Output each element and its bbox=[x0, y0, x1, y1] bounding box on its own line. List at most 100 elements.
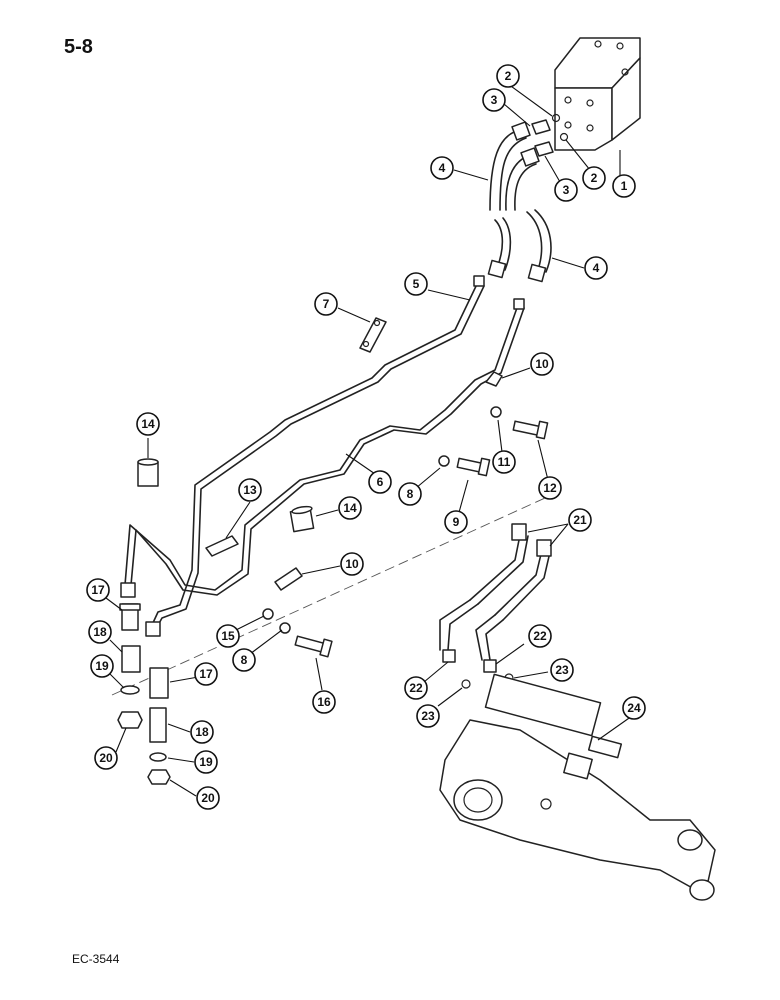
o-rings-valve bbox=[551, 113, 569, 142]
callout-7: 7 bbox=[314, 292, 338, 316]
cylinder-hose-21-left bbox=[439, 523, 529, 651]
callout-1: 1 bbox=[612, 174, 636, 198]
callout-22: 22 bbox=[404, 676, 428, 700]
adapters-valve bbox=[531, 119, 554, 157]
callout-13: 13 bbox=[238, 478, 262, 502]
callout-22: 22 bbox=[528, 624, 552, 648]
union-18-left bbox=[121, 645, 141, 673]
svg-text:23: 23 bbox=[555, 663, 569, 677]
callout-19: 19 bbox=[194, 750, 218, 774]
svg-text:16: 16 bbox=[317, 695, 331, 709]
hose-upper-right bbox=[505, 147, 540, 211]
svg-text:23: 23 bbox=[421, 709, 435, 723]
svg-text:19: 19 bbox=[95, 659, 109, 673]
callout-24: 24 bbox=[622, 696, 646, 720]
control-valve-block bbox=[554, 37, 641, 151]
svg-text:2: 2 bbox=[591, 171, 598, 185]
elbow-fittings bbox=[442, 649, 497, 673]
nut-20-left bbox=[117, 711, 143, 729]
callout-4: 4 bbox=[584, 256, 608, 280]
callout-16: 16 bbox=[312, 690, 336, 714]
svg-text:1: 1 bbox=[621, 179, 628, 193]
svg-text:12: 12 bbox=[543, 481, 557, 495]
svg-text:2: 2 bbox=[505, 69, 512, 83]
callout-14: 14 bbox=[136, 412, 160, 436]
callout-20: 20 bbox=[196, 786, 220, 810]
spacer-14-left bbox=[137, 458, 159, 487]
bolt-9 bbox=[456, 457, 491, 477]
callout-23: 23 bbox=[416, 704, 440, 728]
union-17-left bbox=[119, 603, 141, 631]
svg-text:19: 19 bbox=[199, 755, 213, 769]
svg-text:18: 18 bbox=[93, 625, 107, 639]
callout-21: 21 bbox=[568, 508, 592, 532]
washer-11 bbox=[490, 406, 502, 418]
svg-text:24: 24 bbox=[627, 701, 641, 715]
front-axle-assembly bbox=[439, 673, 716, 901]
callout-23: 23 bbox=[550, 658, 574, 682]
callout-6: 6 bbox=[368, 470, 392, 494]
bolt-16 bbox=[294, 635, 333, 658]
clip-13 bbox=[205, 535, 239, 557]
svg-text:3: 3 bbox=[563, 183, 570, 197]
svg-text:18: 18 bbox=[195, 725, 209, 739]
callout-19: 19 bbox=[90, 654, 114, 678]
callout-2: 2 bbox=[496, 64, 520, 88]
svg-text:20: 20 bbox=[99, 751, 113, 765]
svg-text:17: 17 bbox=[199, 667, 213, 681]
leader-lines bbox=[105, 83, 633, 797]
washer-8-lower bbox=[279, 622, 291, 634]
spacer-14-right bbox=[289, 505, 315, 533]
svg-text:14: 14 bbox=[141, 417, 155, 431]
svg-text:14: 14 bbox=[343, 501, 357, 515]
callout-8: 8 bbox=[398, 482, 422, 506]
callout-12: 12 bbox=[538, 476, 562, 500]
washer-19-left bbox=[120, 685, 140, 695]
figure-reference-code: EC-3544 bbox=[72, 952, 120, 966]
pipe-clip-7 bbox=[359, 317, 387, 353]
svg-text:6: 6 bbox=[377, 475, 384, 489]
svg-text:4: 4 bbox=[593, 261, 600, 275]
clip-10-upper bbox=[485, 371, 503, 387]
svg-text:8: 8 bbox=[241, 653, 248, 667]
svg-text:20: 20 bbox=[201, 791, 215, 805]
svg-text:15: 15 bbox=[221, 629, 235, 643]
steel-pipe-5 bbox=[145, 275, 485, 637]
hose-lower-right bbox=[526, 209, 552, 283]
callout-8: 8 bbox=[232, 648, 256, 672]
callout-14: 14 bbox=[338, 496, 362, 520]
callout-15: 15 bbox=[216, 624, 240, 648]
callout-10: 10 bbox=[340, 552, 364, 576]
svg-text:13: 13 bbox=[243, 483, 257, 497]
svg-text:7: 7 bbox=[323, 297, 330, 311]
svg-text:17: 17 bbox=[91, 583, 105, 597]
svg-text:3: 3 bbox=[491, 93, 498, 107]
callout-3: 3 bbox=[554, 178, 578, 202]
svg-text:21: 21 bbox=[573, 513, 587, 527]
svg-text:4: 4 bbox=[439, 161, 446, 175]
svg-text:22: 22 bbox=[409, 681, 423, 695]
callout-18: 18 bbox=[88, 620, 112, 644]
callout-9: 9 bbox=[444, 510, 468, 534]
cylinder-hose-21-right bbox=[475, 539, 552, 661]
hose-lower-left bbox=[487, 217, 512, 279]
callout-4: 4 bbox=[430, 156, 454, 180]
callout-17: 17 bbox=[194, 662, 218, 686]
svg-text:11: 11 bbox=[498, 455, 511, 469]
union-18-right bbox=[149, 707, 167, 743]
page-number: 5-8 bbox=[64, 36, 93, 58]
callout-5: 5 bbox=[404, 272, 428, 296]
callout-11: 11 bbox=[492, 450, 516, 474]
svg-text:9: 9 bbox=[453, 515, 460, 529]
callout-3: 3 bbox=[482, 88, 506, 112]
svg-text:8: 8 bbox=[407, 487, 414, 501]
nut-20-right bbox=[147, 769, 171, 785]
hose-upper-left bbox=[489, 121, 531, 211]
union-17-right bbox=[149, 667, 169, 699]
callout-20: 20 bbox=[94, 746, 118, 770]
washer-19-right bbox=[149, 752, 167, 762]
washer-8-upper bbox=[438, 455, 450, 467]
callout-2: 2 bbox=[582, 166, 606, 190]
callout-18: 18 bbox=[190, 720, 214, 744]
